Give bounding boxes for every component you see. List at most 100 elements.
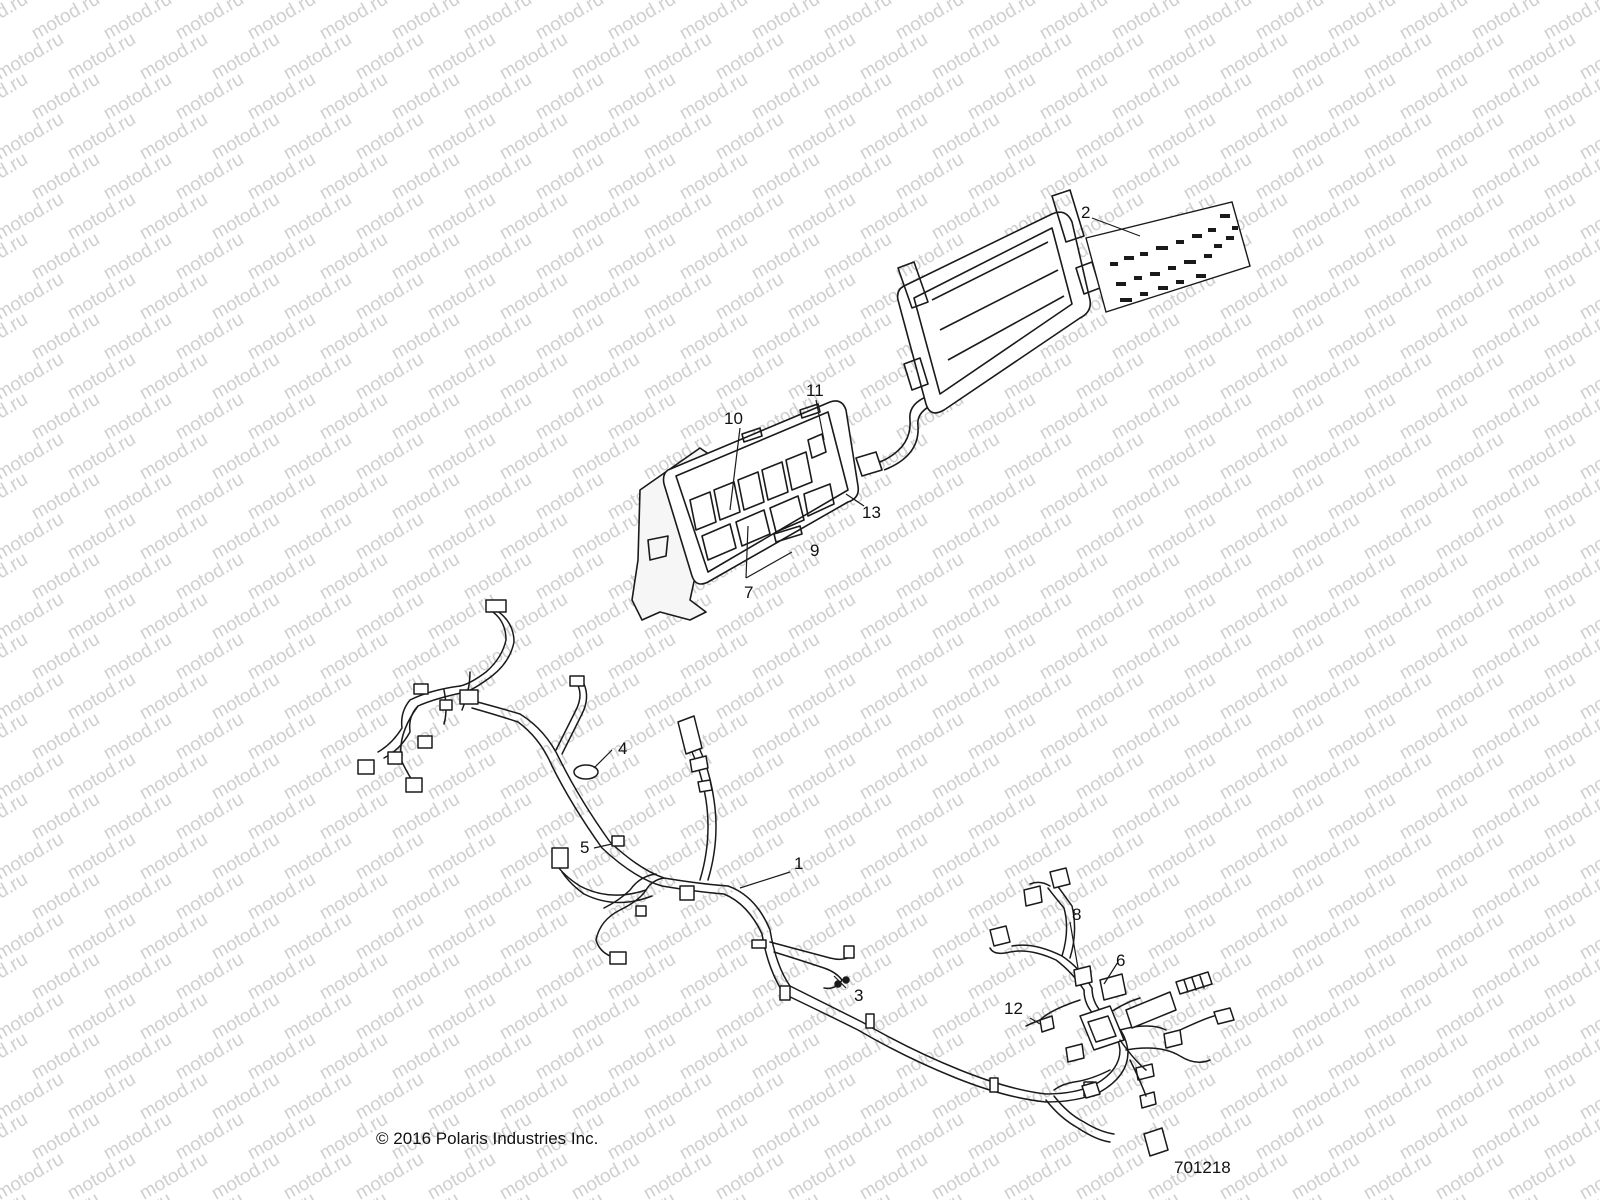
watermark-text: motod.ru [1504, 1149, 1579, 1200]
leader-10 [729, 427, 741, 511]
wire-tie [779, 985, 791, 1001]
watermark-text: motod.ru [280, 29, 355, 85]
watermark-text: motod.ru [100, 949, 175, 1005]
watermark-text: motod.ru [1504, 109, 1579, 165]
watermark-text: motod.ru [1180, 149, 1255, 205]
watermark-text: motod.ru [892, 149, 967, 205]
watermark-text: motod.ru [0, 149, 31, 205]
watermark-text: motod.ru [1036, 389, 1111, 445]
watermark-text: motod.ru [1180, 469, 1255, 525]
watermark-text: motod.ru [496, 749, 571, 805]
watermark-text: motod.ru [1036, 0, 1111, 44]
watermark-text: motod.ru [1216, 749, 1291, 805]
watermark-text: motod.ru [712, 269, 787, 325]
watermark-text: motod.ru [1468, 949, 1543, 1005]
watermark-text: motod.ru [856, 669, 931, 725]
connector [1065, 1043, 1085, 1063]
watermark-text: motod.ru [100, 709, 175, 765]
watermark-text: motod.ru [712, 109, 787, 165]
watermark-text: motod.ru [64, 589, 139, 645]
watermark-text: motod.ru [424, 189, 499, 245]
watermark-text: motod.ru [1108, 869, 1183, 925]
watermark-text: motod.ru [316, 869, 391, 925]
connector [413, 683, 429, 695]
watermark-text: motod.ru [676, 69, 751, 125]
watermark-text: motod.ru [208, 829, 283, 885]
watermark-text: motod.ru [856, 909, 931, 965]
watermark-text: motod.ru [28, 1109, 103, 1165]
watermark-text: motod.ru [1324, 709, 1399, 765]
watermark-text: motod.ru [892, 709, 967, 765]
connector [1139, 1091, 1157, 1109]
watermark-text: motod.ru [964, 789, 1039, 845]
watermark-text: motod.ru [1576, 1149, 1600, 1200]
watermark-text: motod.ru [460, 69, 535, 125]
watermark-text: motod.ru [352, 29, 427, 85]
watermark-text: motod.ru [388, 949, 463, 1005]
watermark-text: motod.ru [820, 69, 895, 125]
watermark-text: motod.ru [64, 669, 139, 725]
watermark-text: motod.ru [1180, 549, 1255, 605]
watermark-text: motod.ru [388, 629, 463, 685]
watermark-text: motod.ru [1432, 909, 1507, 965]
watermark-text: motod.ru [316, 1029, 391, 1085]
watermark-text: motod.ru [1324, 309, 1399, 365]
watermark-text: motod.ru [1468, 0, 1543, 44]
conduit-to-cover [879, 395, 929, 463]
connector [1039, 1015, 1055, 1033]
leader-3 [833, 975, 847, 989]
wire-tie [611, 835, 625, 847]
fastener [834, 980, 842, 988]
watermark-text: motod.ru [424, 1149, 499, 1200]
connector [843, 945, 855, 959]
watermark-text: motod.ru [640, 829, 715, 885]
watermark-text: motod.ru [1216, 269, 1291, 325]
watermark-text: motod.ru [208, 109, 283, 165]
watermark-text: motod.ru [1144, 429, 1219, 485]
watermark-text: motod.ru [928, 1149, 1003, 1200]
watermark-text: motod.ru [604, 709, 679, 765]
watermark-text: motod.ru [316, 709, 391, 765]
watermark-text: motod.ru [1504, 29, 1579, 85]
watermark-text: motod.ru [1468, 1029, 1543, 1085]
watermark-text: motod.ru [1000, 429, 1075, 485]
watermark-text: motod.ru [1396, 0, 1471, 44]
watermark-text: motod.ru [784, 269, 859, 325]
watermark-text: motod.ru [28, 869, 103, 925]
watermark-text: motod.ru [208, 749, 283, 805]
watermark-text: motod.ru [0, 309, 31, 365]
watermark-text: motod.ru [100, 1109, 175, 1165]
watermark-text: motod.ru [352, 349, 427, 405]
connector [1049, 867, 1071, 889]
watermark-text: motod.ru [568, 1069, 643, 1125]
watermark-text: motod.ru [496, 589, 571, 645]
watermark-text: motod.ru [748, 1029, 823, 1085]
watermark-text: motod.ru [496, 269, 571, 325]
watermark-text: motod.ru [964, 549, 1039, 605]
watermark-text: motod.ru [892, 789, 967, 845]
watermark-text: motod.ru [1432, 989, 1507, 1045]
watermark-text: motod.ru [352, 189, 427, 245]
watermark-text: motod.ru [1432, 509, 1507, 565]
watermark-text: motod.ru [712, 1149, 787, 1200]
watermark-text: motod.ru [640, 1069, 715, 1125]
watermark-text: motod.ru [244, 229, 319, 285]
watermark-text: motod.ru [496, 989, 571, 1045]
watermark-text: motod.ru [352, 109, 427, 165]
watermark-text: motod.ru [1288, 989, 1363, 1045]
leader-8 [1069, 921, 1079, 969]
watermark-text: motod.ru [604, 69, 679, 125]
watermark-text: motod.ru [172, 469, 247, 525]
watermark-text: motod.ru [1288, 29, 1363, 85]
watermark-text: motod.ru [388, 1029, 463, 1085]
wire-tie [989, 1077, 999, 1093]
watermark-text: motod.ru [460, 469, 535, 525]
watermark-text: motod.ru [352, 589, 427, 645]
watermark-text: motod.ru [1432, 349, 1507, 405]
watermark-text: motod.ru [172, 389, 247, 445]
watermark-text: motod.ru [1180, 1029, 1255, 1085]
drawing-number: 701218 [1174, 1158, 1231, 1177]
fuse-box-connector [855, 451, 883, 477]
watermark-text: motod.ru [1324, 789, 1399, 845]
